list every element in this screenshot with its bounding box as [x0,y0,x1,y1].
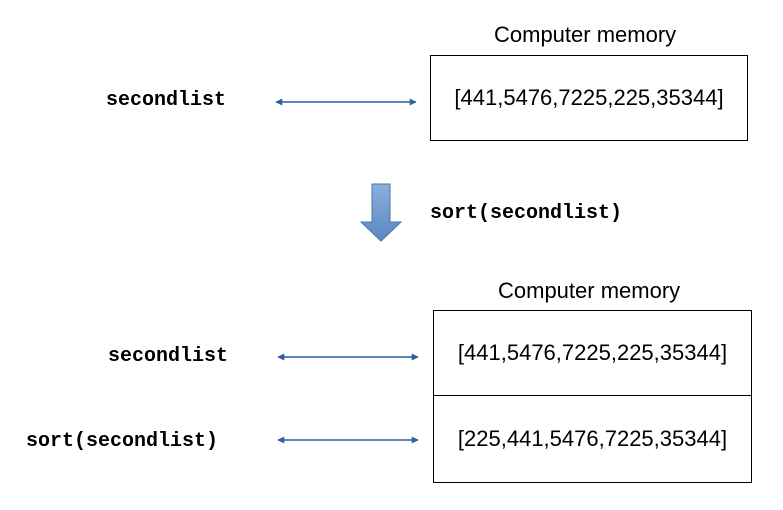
variable-label-sorted-after: sort(secondlist) [26,430,219,453]
down-arrow-icon [359,183,403,242]
memory-title-before: Computer memory [494,22,677,47]
operation-label: sort(secondlist) [430,202,623,225]
variable-label-secondlist-after: secondlist [108,345,229,368]
memory-value-before: [441,5476,7225,225,35344] [454,84,724,110]
memory-box-before: [441,5476,7225,225,35344] [430,55,748,141]
variable-label-secondlist-before: secondlist [106,89,227,112]
memory-value-original: [441,5476,7225,225,35344] [434,311,751,396]
memory-value-sorted: [225,441,5476,7225,35344] [457,425,728,451]
memory-title-after: Computer memory [498,278,681,303]
memory-box-after: [441,5476,7225,225,35344] [225,441,5476,… [433,310,752,483]
